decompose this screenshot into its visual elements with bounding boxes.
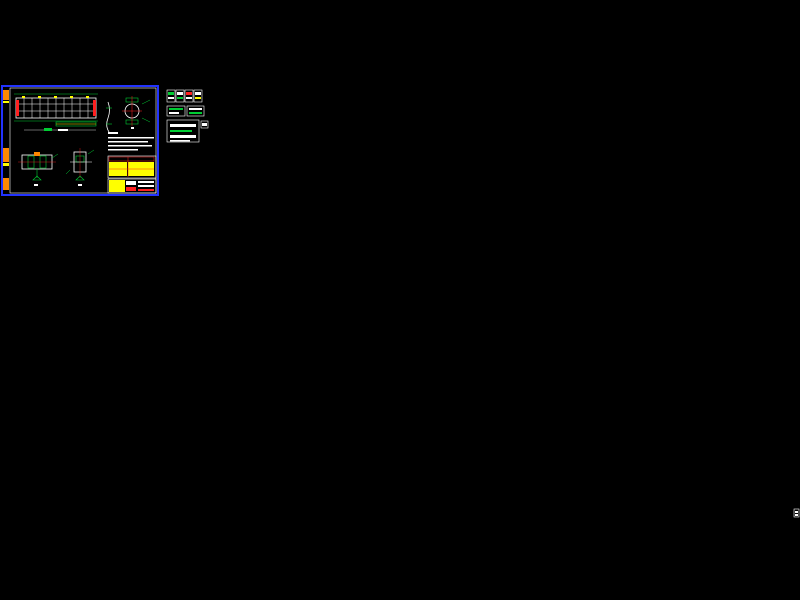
detail-sheet-4: [193, 89, 203, 103]
section-a-view: [106, 96, 151, 133]
truss-elevation-view: [14, 93, 98, 131]
title-block: [107, 178, 157, 194]
detail-sheet-8: [200, 120, 209, 129]
drawing-sheet: [1, 85, 159, 196]
section-b-view: [18, 152, 59, 186]
detail-sheet-1: [166, 89, 176, 103]
section-c-view: [65, 148, 95, 186]
notes-block: [108, 132, 154, 151]
left-margin-strip: [3, 90, 9, 190]
detail-sheet-6: [186, 105, 205, 117]
detail-sheet-7: [166, 119, 200, 143]
detail-sheet-2: [175, 89, 185, 103]
material-table: [107, 155, 157, 179]
detail-sheet-3: [184, 89, 194, 103]
detail-sheet-5: [166, 105, 186, 117]
corner-mark: [793, 508, 800, 518]
